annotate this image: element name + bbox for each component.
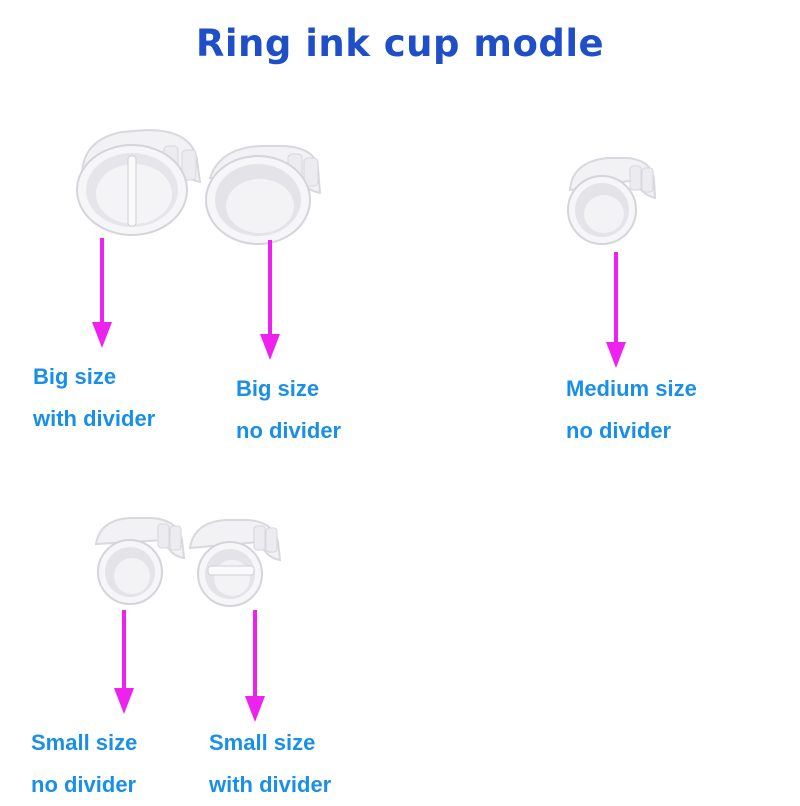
ring-cup-medium-no-divider bbox=[567, 157, 657, 245]
label-divider: with divider bbox=[33, 406, 156, 431]
arrow-down-icon bbox=[260, 240, 280, 360]
ring-cup-small-no-divider bbox=[94, 517, 186, 605]
arrow-down-icon bbox=[245, 610, 265, 722]
arrow-down-icon bbox=[114, 610, 134, 714]
label-size: Big size bbox=[236, 376, 320, 401]
label-small-with-divider: Small size with divider bbox=[209, 722, 331, 806]
arrow-down-icon bbox=[606, 252, 626, 368]
label-size: Small size bbox=[31, 730, 138, 755]
label-medium-no-divider: Medium size no divider bbox=[566, 368, 697, 452]
label-size: Big size bbox=[33, 364, 117, 389]
label-divider: no divider bbox=[566, 418, 672, 443]
label-size: Small size bbox=[209, 730, 316, 755]
ring-cup-small-with-divider bbox=[188, 519, 282, 607]
label-big-no-divider: Big size no divider bbox=[236, 368, 341, 452]
page-title: Ring ink cup modle bbox=[195, 22, 605, 65]
label-small-no-divider: Small size no divider bbox=[31, 722, 137, 806]
label-divider: with divider bbox=[209, 772, 332, 797]
ring-cup-big-no-divider bbox=[205, 145, 322, 245]
ring-cup-big-with-divider bbox=[76, 128, 202, 236]
arrow-down-icon bbox=[92, 238, 112, 348]
label-divider: no divider bbox=[31, 772, 137, 797]
label-size: Medium size bbox=[566, 376, 697, 401]
label-big-with-divider: Big size with divider bbox=[33, 356, 155, 440]
label-divider: no divider bbox=[236, 418, 342, 443]
